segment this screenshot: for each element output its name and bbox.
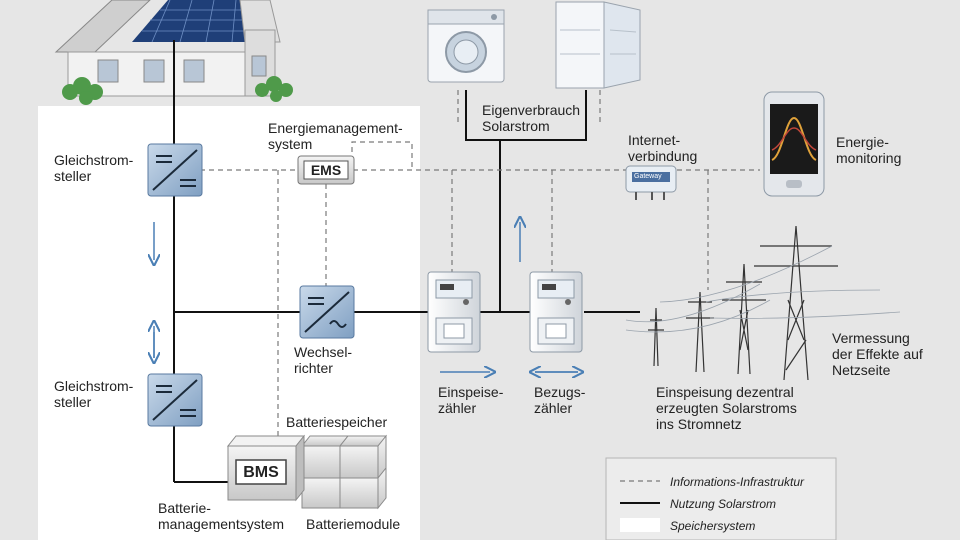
label-battery-modules: Batteriemodule (306, 516, 401, 532)
refrigerator (555, 1, 641, 89)
bms-device (226, 434, 306, 502)
consumption-meter-device (529, 271, 583, 353)
legend-item-storage: Speichersystem (670, 519, 756, 533)
gateway-label: Gateway (634, 173, 662, 180)
label-battery-management-system: Batterie- managementsystem (158, 500, 285, 532)
power-grid-towers (648, 225, 838, 381)
house-illustration (54, 0, 293, 105)
inverter-device (299, 285, 355, 339)
bms-label: BMS (243, 464, 279, 481)
power-grid-wires (625, 245, 901, 333)
label-dc-converter-top: Gleichstrom- steller (54, 152, 134, 184)
label-battery-storage: Batteriespeicher (286, 414, 388, 430)
ems-device (297, 155, 355, 185)
label-grid-feed-in: Einspeisung dezentral erzeugten Solarstr… (656, 384, 797, 432)
legend-item-information: Informations-Infrastruktur (670, 475, 805, 489)
washing-machine (427, 9, 505, 83)
label-energy-management-system: Energiemanagement- system (268, 120, 403, 152)
label-self-consumption: Eigenverbrauch Solarstrom (482, 102, 581, 134)
legend-item-solar: Nutzung Solarstrom (670, 497, 777, 511)
label-internet-connection: Internet- verbindung (628, 132, 698, 164)
legend-box (605, 457, 837, 540)
gateway-device (625, 165, 677, 200)
dc-converter-bottom-device (147, 373, 203, 427)
battery-modules (300, 434, 388, 510)
flow-arrows (154, 222, 578, 372)
label-inverter: Wechsel- richter (294, 344, 353, 376)
feed-in-meter-device (427, 271, 481, 353)
dc-converter-top-device (147, 143, 203, 197)
label-energy-monitoring: Energie- monitoring (836, 134, 902, 166)
smartphone-device (763, 91, 825, 197)
label-feed-in-meter: Einspeise- zähler (438, 384, 504, 416)
label-grid-measurement: Vermessung der Effekte auf Netzseite (832, 330, 923, 378)
label-consumption-meter: Bezugs- zähler (534, 384, 586, 416)
label-dc-converter-bottom: Gleichstrom- steller (54, 378, 134, 410)
legend-box-swatch (620, 518, 660, 532)
ems-label: EMS (310, 162, 342, 178)
